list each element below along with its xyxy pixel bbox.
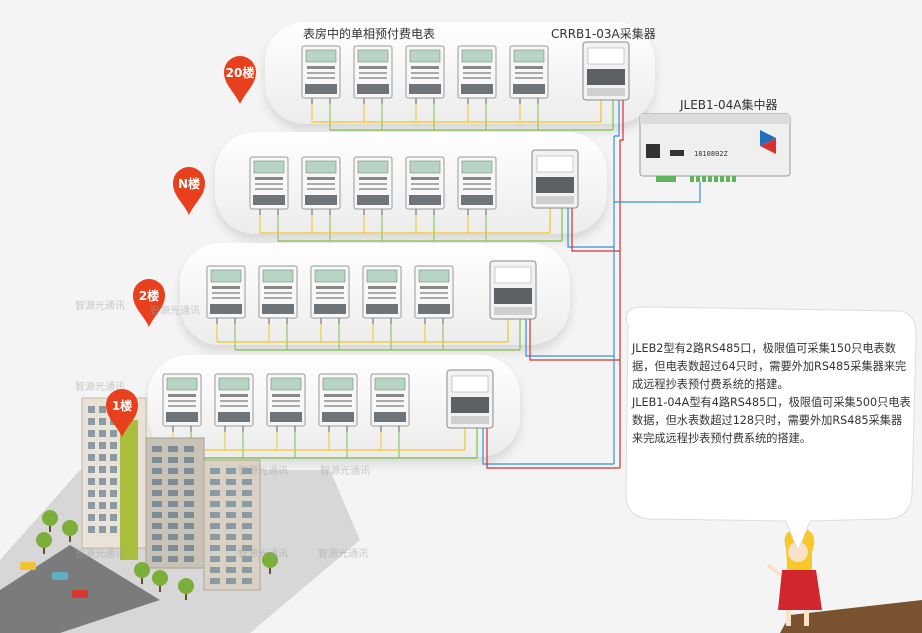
collector-device-1 xyxy=(531,149,579,209)
floor-pin-2: 2楼 xyxy=(131,278,167,328)
floor-pin-n: N楼 xyxy=(171,166,207,216)
uplink-red-1 xyxy=(571,208,620,252)
electric-meter-0-3 xyxy=(457,45,497,104)
collector-device-3 xyxy=(446,369,494,429)
electric-meter-3-4 xyxy=(370,373,410,432)
floor-pin-1: 1楼 xyxy=(104,388,140,438)
electric-meter-3-3 xyxy=(318,373,358,432)
car-yellow xyxy=(20,562,36,570)
watermark-6: 智源光通讯 xyxy=(75,549,125,560)
electric-meter-2-4 xyxy=(414,265,454,324)
girl-arm xyxy=(766,563,782,577)
tree-1 xyxy=(62,520,78,536)
uplink-blue-2 xyxy=(525,319,614,357)
concentrator-label: JLEB1-04A集中器 xyxy=(680,98,778,112)
watermark-2: 智源光通讯 xyxy=(150,306,200,317)
watermark-5: 智源光通讯 xyxy=(238,466,288,477)
collector-device-2 xyxy=(489,260,537,320)
apartment-building-illustration xyxy=(0,397,360,633)
tree-2 xyxy=(36,532,52,548)
car-red xyxy=(72,590,88,598)
watermark-4: 智源光通讯 xyxy=(320,466,370,477)
girl-dress xyxy=(778,570,822,610)
electric-meter-0-0 xyxy=(301,45,341,104)
speech-bubble xyxy=(625,306,917,553)
electric-meter-1-1 xyxy=(301,156,341,215)
concentrator-device-id: 1810802Z xyxy=(694,150,728,158)
collector-label: CRRB1-03A采集器 xyxy=(551,27,656,41)
collector-device-0 xyxy=(582,41,630,101)
girl-stand xyxy=(780,600,922,633)
electric-meter-1-2 xyxy=(353,156,393,215)
electric-meter-0-1 xyxy=(353,45,393,104)
meter-room-label: 表房中的单相预付费电表 xyxy=(303,27,436,41)
floor-pin-20: 20楼 xyxy=(222,55,258,105)
electric-meter-1-4 xyxy=(457,156,497,215)
uplink-red-2 xyxy=(529,319,620,361)
electric-meter-3-0 xyxy=(162,373,202,432)
watermark-8: 智源光通讯 xyxy=(318,549,368,560)
electric-meter-2-0 xyxy=(206,265,246,324)
tree-3 xyxy=(152,570,168,586)
uplink-to-concentrator-blue xyxy=(614,182,701,203)
concentrator-qr-code xyxy=(646,144,660,158)
tree-4 xyxy=(178,578,194,594)
floor-pin-2-label: 2楼 xyxy=(138,289,160,303)
electric-meter-3-2 xyxy=(266,373,306,432)
uplink-blue-3 xyxy=(482,428,614,465)
uplink-red-3 xyxy=(486,428,620,469)
electric-meter-3-1 xyxy=(214,373,254,432)
electric-meter-1-3 xyxy=(405,156,445,215)
watermark-1: 智源光通讯 xyxy=(75,301,125,312)
street xyxy=(0,545,160,633)
electric-meter-2-3 xyxy=(362,265,402,324)
floor-pin-1-label: 1楼 xyxy=(111,399,133,413)
girl-illustration xyxy=(766,528,922,633)
car-teal xyxy=(52,572,68,580)
tree-0 xyxy=(42,510,58,526)
uplink-red-0 xyxy=(620,100,624,141)
electric-meter-2-1 xyxy=(258,265,298,324)
watermark-3: 智源光通讯 xyxy=(75,382,125,393)
tree-5 xyxy=(134,562,150,578)
description-para-1: JLEB2型有2路RS485口，极限值可采集150只电表数据，但电表数超过64只… xyxy=(632,342,907,391)
electric-meter-2-2 xyxy=(310,265,350,324)
electric-meter-0-2 xyxy=(405,45,445,104)
electric-meter-1-0 xyxy=(249,156,289,215)
floor-pin-n-label: N楼 xyxy=(177,177,201,191)
watermark-7: 智源光通讯 xyxy=(238,549,288,560)
floor-pin-20-label: 20楼 xyxy=(225,66,255,80)
concentrator-logo-icon xyxy=(760,130,776,146)
electric-meter-0-4 xyxy=(509,45,549,104)
description-para-2: JLEB1-04A型有4路RS485口，极限值可采集500只电表数据，但水表数超… xyxy=(632,396,911,445)
building-green-stripe xyxy=(120,420,138,560)
tree-6 xyxy=(262,552,278,568)
uplink-blue-1 xyxy=(567,208,614,248)
description-text: JLEB2型有2路RS485口，极限值可采集150只电表数据，但电表数超过64只… xyxy=(632,340,912,448)
uplink-blue-0 xyxy=(614,100,620,137)
concentrator-device: 1810802Z xyxy=(639,113,791,182)
